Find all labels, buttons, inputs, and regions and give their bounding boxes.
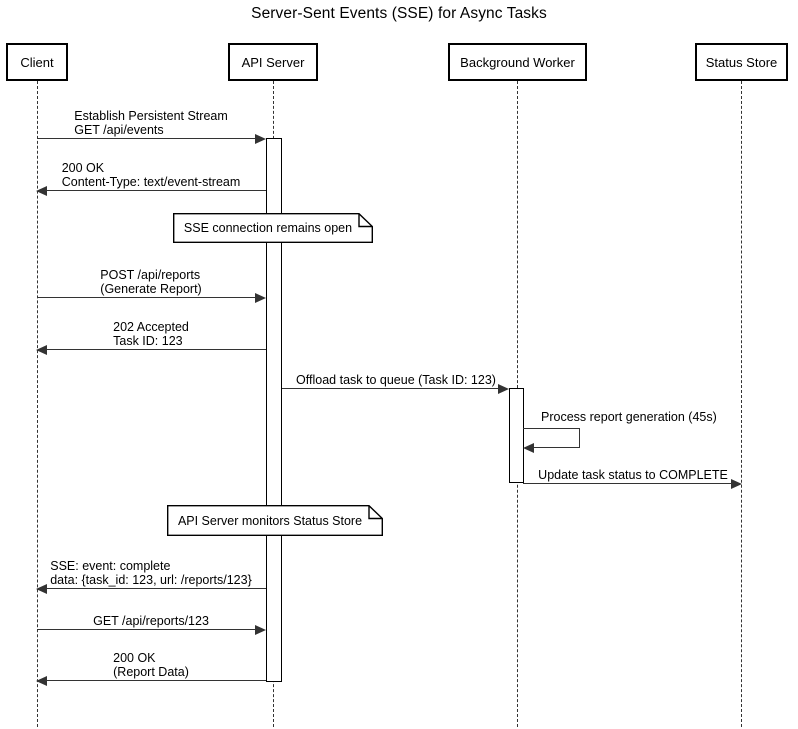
message-line xyxy=(47,190,266,191)
lifeline-client xyxy=(36,81,38,727)
activation-bar-api-server xyxy=(266,138,282,682)
actor-box-status-store: Status Store xyxy=(695,43,788,81)
message-line xyxy=(282,388,499,389)
actor-box-api-server: API Server xyxy=(228,43,318,81)
message-line xyxy=(47,349,266,350)
message-label: Offload task to queue (Task ID: 123) xyxy=(296,373,496,387)
message-label: 200 OK Content-Type: text/event-stream xyxy=(61,161,241,189)
message-label: SSE: event: complete data: {task_id: 123… xyxy=(50,559,252,587)
actor-label-api-server: API Server xyxy=(241,54,305,70)
self-message-line xyxy=(523,428,580,429)
message-label: GET /api/reports/123 xyxy=(93,614,209,628)
note-sse-connection: SSE connection remains open xyxy=(173,213,373,243)
actor-box-background-worker: Background Worker xyxy=(448,43,587,81)
message-label: Process report generation (45s) xyxy=(541,410,717,424)
arrowhead-right-icon xyxy=(255,625,266,635)
note-text: API Server monitors Status Store xyxy=(177,513,363,528)
self-message-line xyxy=(534,447,580,448)
message-label: Update task status to COMPLETE xyxy=(538,468,728,482)
arrowhead-left-icon xyxy=(36,584,47,594)
note-shape-icon xyxy=(167,505,383,536)
arrowhead-right-icon xyxy=(731,479,742,489)
actor-label-background-worker: Background Worker xyxy=(460,54,575,70)
note-shape-icon xyxy=(173,213,373,243)
message-line xyxy=(37,297,256,298)
message-label: 200 OK (Report Data) xyxy=(113,651,189,679)
arrowhead-right-icon xyxy=(498,384,509,394)
message-line xyxy=(523,483,732,484)
actor-label-status-store: Status Store xyxy=(705,54,778,70)
arrowhead-left-icon xyxy=(523,443,534,453)
message-line xyxy=(47,588,266,589)
message-label: Establish Persistent Stream GET /api/eve… xyxy=(74,109,228,137)
message-line xyxy=(47,680,266,681)
activation-bar-background-worker xyxy=(509,388,524,483)
actor-label-client: Client xyxy=(20,54,54,70)
actor-box-client: Client xyxy=(6,43,68,81)
arrowhead-left-icon xyxy=(36,186,47,196)
message-label: 202 Accepted Task ID: 123 xyxy=(113,320,189,348)
arrowhead-left-icon xyxy=(36,345,47,355)
lifeline-status-store xyxy=(741,81,742,727)
message-line xyxy=(37,629,256,630)
diagram-title: Server-Sent Events (SSE) for Async Tasks xyxy=(251,5,547,22)
message-label: POST /api/reports (Generate Report) xyxy=(100,268,202,296)
note-api-monitors: API Server monitors Status Store xyxy=(167,505,383,536)
arrowhead-right-icon xyxy=(255,134,266,144)
arrowhead-left-icon xyxy=(36,676,47,686)
note-text: SSE connection remains open xyxy=(183,221,353,235)
arrowhead-right-icon xyxy=(255,293,266,303)
message-line xyxy=(37,138,256,139)
self-message-line xyxy=(578,428,580,448)
